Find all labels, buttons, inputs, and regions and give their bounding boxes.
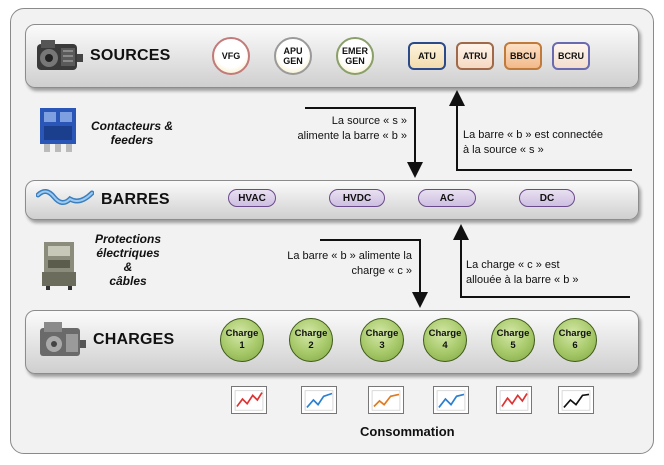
- source-emer-gen-label: EMER GEN: [341, 46, 368, 66]
- load-5[interactable]: Charge 5: [491, 318, 535, 362]
- load-3-label: Charge 3: [365, 328, 399, 351]
- sources-title: SOURCES: [90, 47, 171, 64]
- arrow-bus-to-source: [449, 90, 632, 171]
- bus-hvdc-label: HVDC: [342, 192, 372, 204]
- load-4-label: Charge 4: [428, 328, 462, 351]
- generator-icon: [33, 34, 85, 76]
- source-atru-label: ATRU: [462, 51, 488, 61]
- bus-ac-label: AC: [439, 192, 455, 204]
- consumption-label: Consommation: [360, 424, 455, 439]
- busbar-icon: [35, 185, 95, 213]
- consumption-chart-3: [368, 386, 404, 414]
- consumption-chart-4: [433, 386, 469, 414]
- load-1[interactable]: Charge 1: [220, 318, 264, 362]
- arrow-load-to-bus: [453, 224, 630, 298]
- load-5-label: Charge 5: [496, 328, 530, 351]
- source-apu-gen[interactable]: APU GEN: [274, 37, 312, 75]
- source-atu[interactable]: ATU: [408, 42, 446, 70]
- consumption-chart-6: [558, 386, 594, 414]
- source-atu-label: ATU: [418, 51, 436, 61]
- bus-hvac[interactable]: HVAC: [228, 189, 276, 207]
- load-2[interactable]: Charge 2: [289, 318, 333, 362]
- arrow-source-to-bus: [305, 107, 423, 178]
- consumption-chart-1: [231, 386, 267, 414]
- barres-title: BARRES: [101, 191, 170, 208]
- arrow-bus-to-load: [320, 239, 428, 308]
- bus-dc[interactable]: DC: [519, 189, 575, 207]
- note-load-allocated-bus: La charge « c » est allouée à la barre «…: [466, 259, 579, 286]
- bus-dc-label: DC: [539, 192, 555, 204]
- load-3[interactable]: Charge 3: [360, 318, 404, 362]
- bus-hvdc[interactable]: HVDC: [329, 189, 385, 207]
- load-6-label: Charge 6: [558, 328, 592, 351]
- source-emer-gen[interactable]: EMER GEN: [336, 37, 374, 75]
- contacteurs-feeders-label: Contacteurs & feeders: [90, 119, 173, 147]
- load-6[interactable]: Charge 6: [553, 318, 597, 362]
- load-4[interactable]: Charge 4: [423, 318, 467, 362]
- note-bus-feeds-load: La barre « b » alimente la charge « c »: [287, 250, 412, 277]
- source-bbcu-label: BBCU: [510, 51, 536, 61]
- source-apu-gen-label: APU GEN: [283, 46, 303, 66]
- protection-icon: [40, 240, 78, 290]
- load-2-label: Charge 2: [294, 328, 328, 351]
- source-vfg[interactable]: VFG: [212, 37, 250, 75]
- source-bcru[interactable]: BCRU: [552, 42, 590, 70]
- note-source-feeds-bus: La source « s » alimente la barre « b »: [297, 115, 407, 142]
- note-bus-connected-source: La barre « b » est connectée à la source…: [463, 129, 604, 156]
- source-atru[interactable]: ATRU: [456, 42, 494, 70]
- source-bbcu[interactable]: BBCU: [504, 42, 542, 70]
- bus-hvac-label: HVAC: [238, 192, 266, 204]
- contactor-icon: [38, 106, 78, 154]
- charges-title: CHARGES: [93, 331, 175, 348]
- source-bcru-label: BCRU: [558, 51, 584, 61]
- consumption-chart-2: [301, 386, 337, 414]
- load-1-label: Charge 1: [225, 328, 259, 351]
- source-vfg-label: VFG: [221, 51, 241, 61]
- bus-ac[interactable]: AC: [418, 189, 476, 207]
- consumption-chart-5: [496, 386, 532, 414]
- protections-label: Protections électriques & câbles: [94, 232, 161, 288]
- load-equipment-icon: [36, 318, 88, 364]
